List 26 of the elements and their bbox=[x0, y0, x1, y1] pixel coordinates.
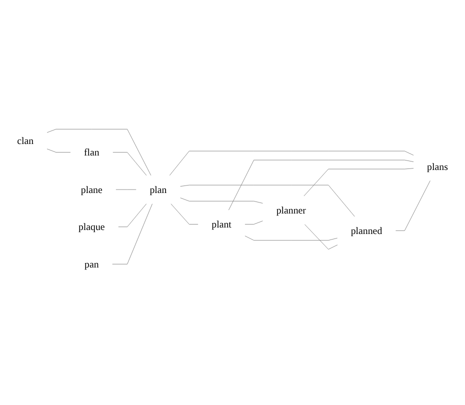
connector bbox=[116, 189, 136, 190]
connector bbox=[180, 198, 264, 204]
node-text: plane bbox=[80, 184, 102, 196]
connector bbox=[304, 168, 414, 196]
node-text: clan bbox=[17, 135, 34, 146]
connector bbox=[244, 220, 264, 225]
node-text: planned bbox=[350, 225, 382, 236]
connector bbox=[395, 180, 430, 231]
connector bbox=[170, 204, 198, 225]
connector bbox=[112, 204, 153, 264]
node-text: plans bbox=[427, 160, 448, 172]
node-text: planner bbox=[276, 204, 306, 216]
connector bbox=[228, 160, 414, 210]
connector bbox=[180, 184, 355, 217]
connector bbox=[304, 224, 338, 250]
connector bbox=[244, 236, 338, 241]
node-text: pan bbox=[84, 258, 99, 270]
node-text: flan bbox=[84, 146, 100, 158]
connector bbox=[169, 150, 414, 176]
connector bbox=[46, 129, 152, 176]
connector bbox=[46, 148, 71, 153]
node-text: plan bbox=[150, 184, 167, 196]
connector bbox=[118, 204, 147, 228]
connector bbox=[112, 152, 147, 176]
node-text: plaque bbox=[78, 221, 105, 233]
node-text: plant bbox=[212, 218, 232, 230]
